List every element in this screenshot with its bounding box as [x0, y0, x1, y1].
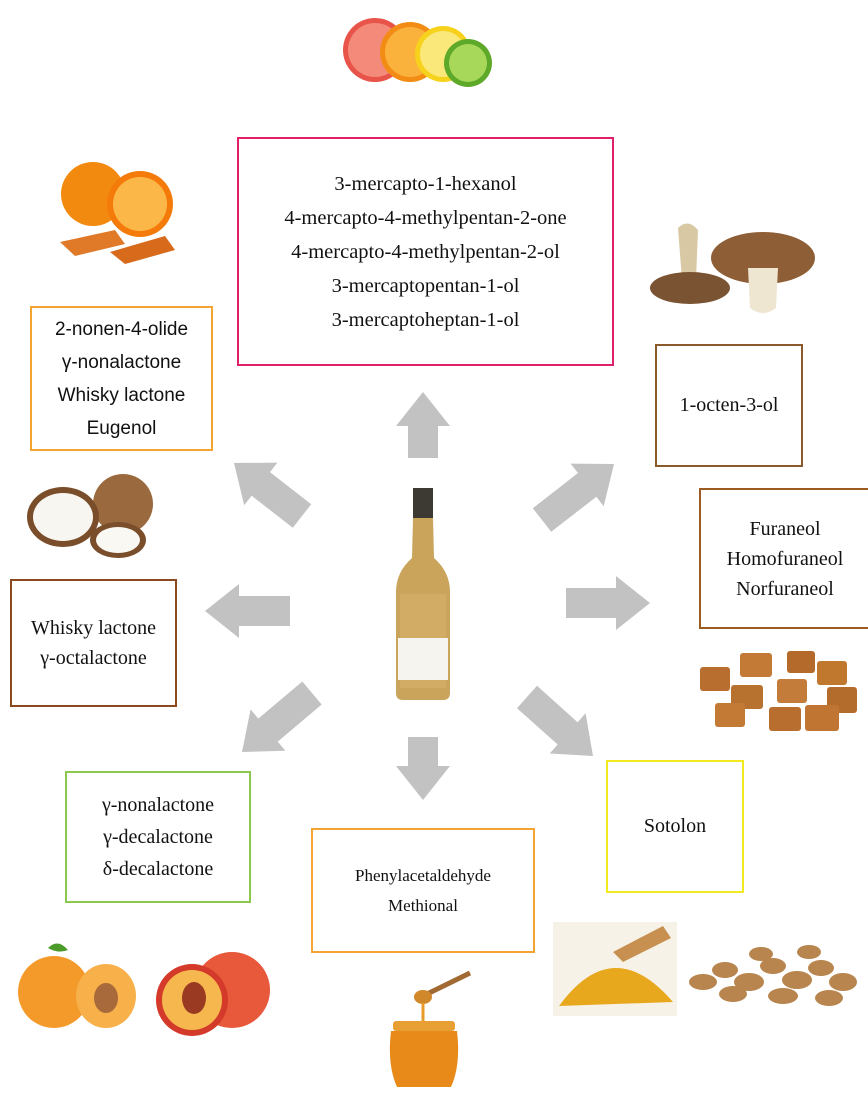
arrow-up — [396, 392, 450, 458]
orange-peel-icon — [60, 162, 175, 264]
compound-label: Whisky lactone — [57, 384, 186, 406]
compound-label: γ-octalactone — [40, 647, 147, 669]
compound-label: 2-nonen-4-olide — [54, 318, 189, 340]
compound-label: 3-mercaptopentan-1-ol — [331, 274, 520, 297]
compound-label: 4-mercapto-4-methylpentan-2-ol — [291, 240, 560, 263]
arrow-up-right — [532, 463, 614, 532]
compound-label: Methional — [388, 895, 458, 915]
arrow-up-left — [234, 462, 312, 528]
thiols-box: 3-mercapto-1-hexanol 4-mercapto-4-methyl… — [237, 137, 614, 366]
wine-bottle-icon — [396, 488, 450, 700]
honey-icon — [389, 970, 472, 1087]
compound-label: 1-octen-3-ol — [679, 394, 779, 416]
coconut-icon — [27, 474, 153, 558]
mushroom-box: 1-octen-3-ol — [655, 344, 803, 467]
compound-label: 4-mercapto-4-methylpentan-2-one — [284, 206, 567, 229]
compound-label: γ-decalactone — [103, 826, 213, 848]
compound-label: Homofuraneol — [726, 547, 844, 570]
compound-label: γ-nonalactone — [61, 351, 182, 373]
compound-label: Whisky lactone — [31, 617, 156, 639]
compound-label: 3-mercaptoheptan-1-ol — [331, 308, 520, 331]
compound-label: Furaneol — [749, 517, 821, 540]
citrus-slices-icon — [343, 18, 492, 87]
compound-label: Sotolon — [643, 815, 707, 837]
mushroom-icon — [650, 223, 815, 313]
arrow-left — [205, 584, 290, 638]
curry-nuts-icon — [553, 922, 857, 1016]
compound-label: δ-decalactone — [102, 858, 214, 880]
compound-label: γ-nonalactone — [101, 794, 215, 816]
apricot-peach-icon — [18, 943, 270, 1036]
sotolon-box: Sotolon — [606, 760, 744, 893]
fruit-lactones-box: γ-nonalactone γ-decalactone δ-decalacton… — [65, 771, 251, 903]
compound-label: Norfuraneol — [736, 577, 834, 600]
compound-label: 3-mercapto-1-hexanol — [334, 172, 517, 195]
arrow-down-left — [242, 681, 322, 752]
oak-lactones-left-box: Whisky lactone γ-octalactone — [10, 579, 177, 707]
arrow-down-right — [517, 685, 593, 756]
compound-label: Phenylacetaldehyde — [355, 865, 491, 885]
furanones-box: Furaneol Homofuraneol Norfuraneol — [699, 488, 868, 629]
arrow-down — [396, 737, 450, 800]
arrow-right — [566, 576, 650, 630]
aldehydes-box: Phenylacetaldehyde Methional — [311, 828, 535, 953]
compound-label: Eugenol — [86, 417, 157, 439]
caramel-icon — [700, 651, 857, 731]
oak-lactones-top-box: 2-nonen-4-olide γ-nonalactone Whisky lac… — [30, 306, 213, 451]
